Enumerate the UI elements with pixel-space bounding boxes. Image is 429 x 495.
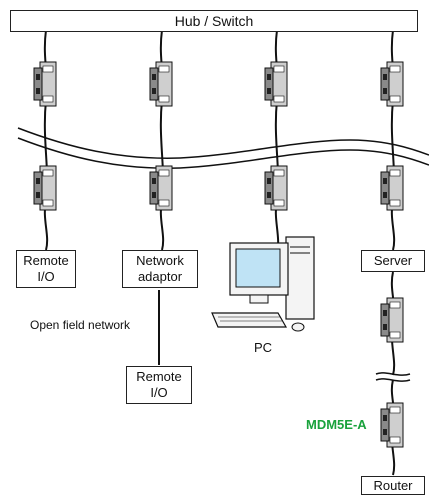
network-adaptor-line2: adaptor: [137, 269, 183, 284]
mdm5e-a-module-icon: [380, 402, 404, 448]
mdm5e-a-module-icon: [149, 61, 173, 107]
product-label: MDM5E-A: [306, 417, 367, 432]
remote-io-2-line2: I/O: [150, 385, 168, 400]
pc-icon: [211, 236, 315, 332]
break-wave-right: [375, 372, 411, 382]
remote-io-2: Remote I/O: [126, 366, 192, 404]
mdm5e-a-module-icon: [380, 297, 404, 343]
network-adaptor-line1: Network: [136, 253, 184, 268]
pc-label: PC: [254, 340, 273, 355]
break-wave-main-2: [17, 137, 429, 169]
mdm5e-a-module-icon: [380, 61, 404, 107]
remote-io-1: Remote I/O: [16, 250, 76, 288]
mdm5e-a-module-icon: [33, 61, 57, 107]
remote-io-2-line1: Remote: [136, 369, 182, 384]
mdm5e-a-module-icon: [264, 61, 288, 107]
remote-io-1-line2: I/O: [37, 269, 55, 284]
server: Server: [361, 250, 425, 272]
break-wave-main: [17, 127, 429, 159]
hub-switch: Hub / Switch: [10, 10, 418, 32]
remote-io-1-line1: Remote: [23, 253, 69, 268]
mdm5e-a-module-icon: [264, 165, 288, 211]
network-adaptor: Network adaptor: [122, 250, 198, 288]
mdm5e-a-module-icon: [149, 165, 173, 211]
open-field-network-label: Open field network: [30, 318, 131, 332]
mdm5e-a-module-icon: [380, 165, 404, 211]
mdm5e-a-module-icon: [33, 165, 57, 211]
